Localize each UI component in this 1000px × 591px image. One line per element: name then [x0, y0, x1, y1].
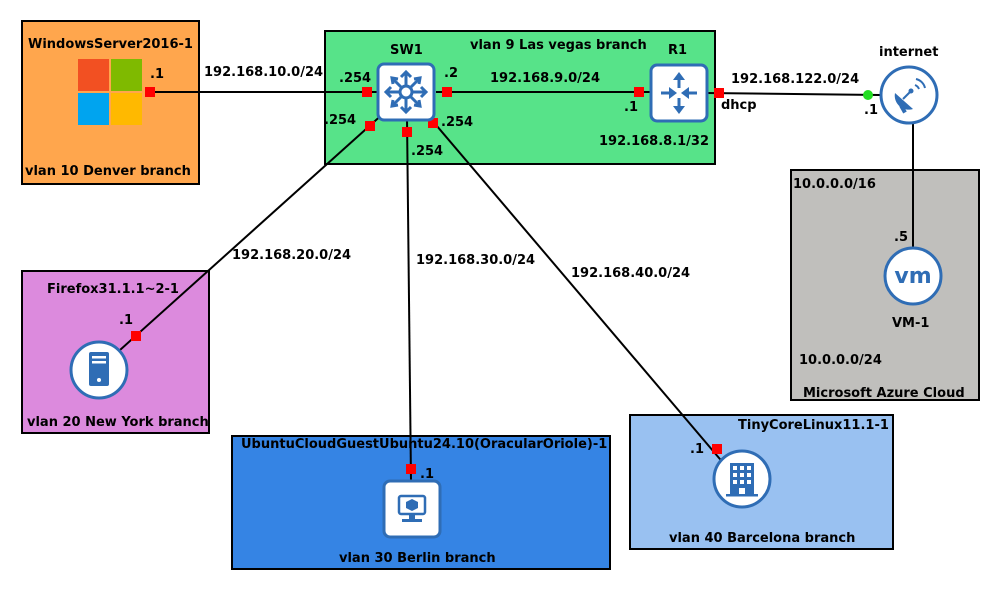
- zone-denver-title: WindowsServer2016-1: [28, 37, 193, 52]
- satellite-dish-icon[interactable]: [879, 65, 939, 125]
- r1-name: R1: [668, 43, 688, 58]
- port-barcelona-host[interactable]: [712, 444, 722, 454]
- r1-address: 192.168.8.1/32: [599, 134, 710, 149]
- r1-internet-r1-ip: dhcp: [721, 98, 757, 113]
- sw-r1-r1-ip: .1: [624, 100, 638, 115]
- link-r1-internet[interactable]: [705, 92, 881, 96]
- zone-new-york-footer: vlan 20 New York branch: [27, 415, 209, 430]
- office-building-icon[interactable]: [712, 449, 772, 509]
- r1-internet-inet-ip: .1: [864, 103, 878, 118]
- port-sw1-barcelona[interactable]: [428, 118, 438, 128]
- vm-logo-text: vm: [894, 264, 931, 289]
- link-sw1-barcelona[interactable]: [424, 111, 726, 466]
- port-sw1-denver[interactable]: [362, 87, 372, 97]
- port-newyork-host[interactable]: [131, 331, 141, 341]
- port-sw1-berlin[interactable]: [402, 127, 412, 137]
- port-denver-host[interactable]: [145, 87, 155, 97]
- zone-barcelona-footer: vlan 40 Barcelona branch: [669, 531, 856, 546]
- berlin-subnet-label: 192.168.30.0/24: [416, 253, 536, 268]
- router-icon[interactable]: [649, 63, 709, 123]
- zone-las-vegas-title: vlan 9 Las vegas branch: [470, 38, 647, 53]
- server-icon[interactable]: [69, 340, 129, 400]
- zone-azure-subnet-top: 10.0.0.0/16: [793, 177, 876, 192]
- r1-internet-subnet-label: 192.168.122.0/24: [731, 72, 860, 87]
- internet-name: internet: [879, 45, 939, 60]
- newyork-host-ip: .1: [119, 313, 133, 328]
- zone-berlin-title: UbuntuCloudGuestUbuntu24.10(OracularOrio…: [241, 437, 608, 452]
- azure-vm-ip: .5: [894, 230, 908, 245]
- sw1-name: SW1: [390, 43, 423, 58]
- denver-subnet-label: 192.168.10.0/24: [204, 65, 324, 80]
- monitor-cube-icon[interactable]: [382, 479, 442, 539]
- port-sw1-newyork[interactable]: [365, 121, 375, 131]
- port-berlin-host[interactable]: [406, 464, 416, 474]
- berlin-host-ip: .1: [420, 467, 434, 482]
- barcelona-subnet-label: 192.168.40.0/24: [571, 266, 691, 281]
- denver-sw-ip: .254: [339, 71, 372, 86]
- vm-icon[interactable]: vm: [883, 246, 943, 306]
- berlin-sw-ip: .254: [411, 144, 444, 159]
- port-internet-r1[interactable]: [863, 90, 873, 100]
- newyork-subnet-label: 192.168.20.0/24: [232, 248, 352, 263]
- zone-denver-footer: vlan 10 Denver branch: [25, 164, 191, 179]
- barcelona-sw-ip: .254: [441, 115, 474, 130]
- port-r1-sw1[interactable]: [634, 87, 644, 97]
- zone-berlin-footer: vlan 30 Berlin branch: [339, 551, 496, 566]
- vm1-name: VM-1: [892, 316, 930, 331]
- denver-host-ip: .1: [150, 67, 164, 82]
- zone-barcelona-title: TinyCoreLinux11.1-1: [738, 418, 889, 433]
- zone-denver: [21, 20, 200, 185]
- barcelona-host-ip: .1: [690, 442, 704, 457]
- sw-r1-sw-ip: .2: [444, 66, 458, 81]
- zone-azure-subnet-bottom: 10.0.0.0/24: [799, 353, 882, 368]
- link-sw1-newyork[interactable]: [119, 111, 386, 351]
- zone-azure-footer: Microsoft Azure Cloud: [803, 386, 965, 401]
- zone-new-york-title: Firefox31.1.1~2-1: [47, 282, 179, 297]
- port-sw1-r1[interactable]: [442, 87, 452, 97]
- newyork-sw-ip: .254: [324, 113, 357, 128]
- sw-r1-subnet-label: 192.168.9.0/24: [490, 71, 601, 86]
- windows-logo-icon[interactable]: [78, 59, 142, 125]
- link-sw1-berlin[interactable]: [406, 117, 412, 482]
- port-r1-internet[interactable]: [714, 88, 724, 98]
- switch-icon[interactable]: [376, 62, 436, 122]
